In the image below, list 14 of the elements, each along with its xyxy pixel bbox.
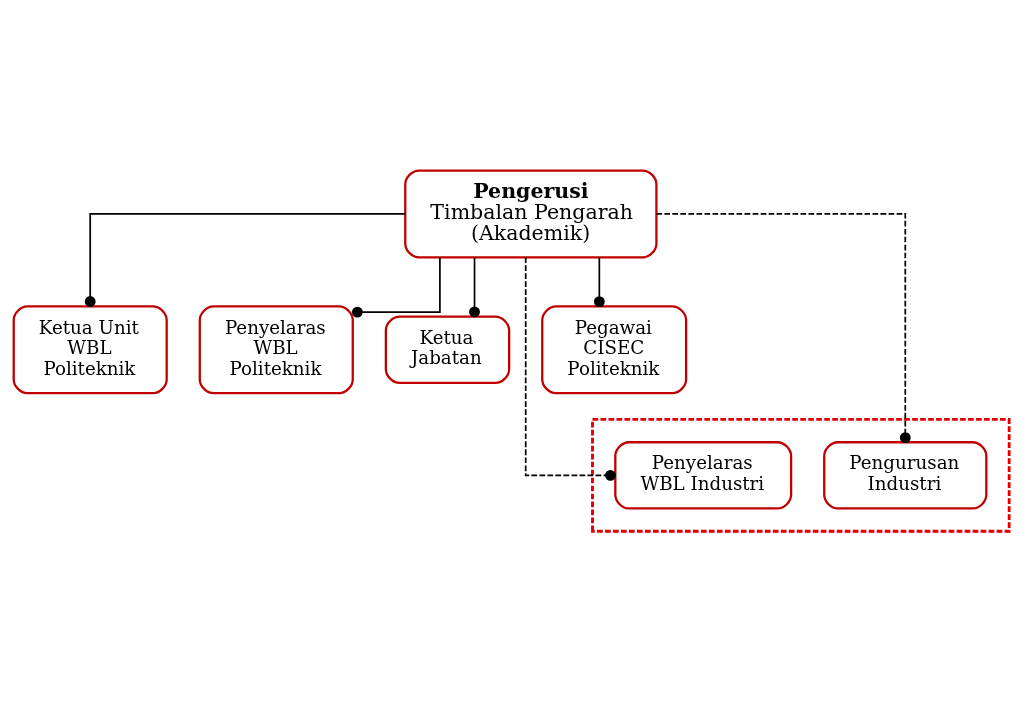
node-box: Ketua Unit WBL Politeknik (12, 305, 168, 395)
connector (84, 213, 406, 307)
node-box: Penyelaras WBL Industri (614, 441, 793, 510)
connector (351, 256, 441, 318)
node-box: Ketua Jabatan (384, 315, 511, 385)
connector (524, 256, 616, 481)
node-box: Pengerusi Timbalan Pengarah (Akademik) (404, 169, 658, 259)
node-box: Pegawai CISEC Politeknik (541, 305, 688, 395)
connector (655, 213, 911, 444)
connector (593, 256, 605, 307)
node-box: Penyelaras WBL Politeknik (198, 305, 354, 395)
connector (469, 256, 480, 318)
cluster (591, 418, 1011, 533)
node-box: Pengurusan Industri (823, 441, 988, 510)
